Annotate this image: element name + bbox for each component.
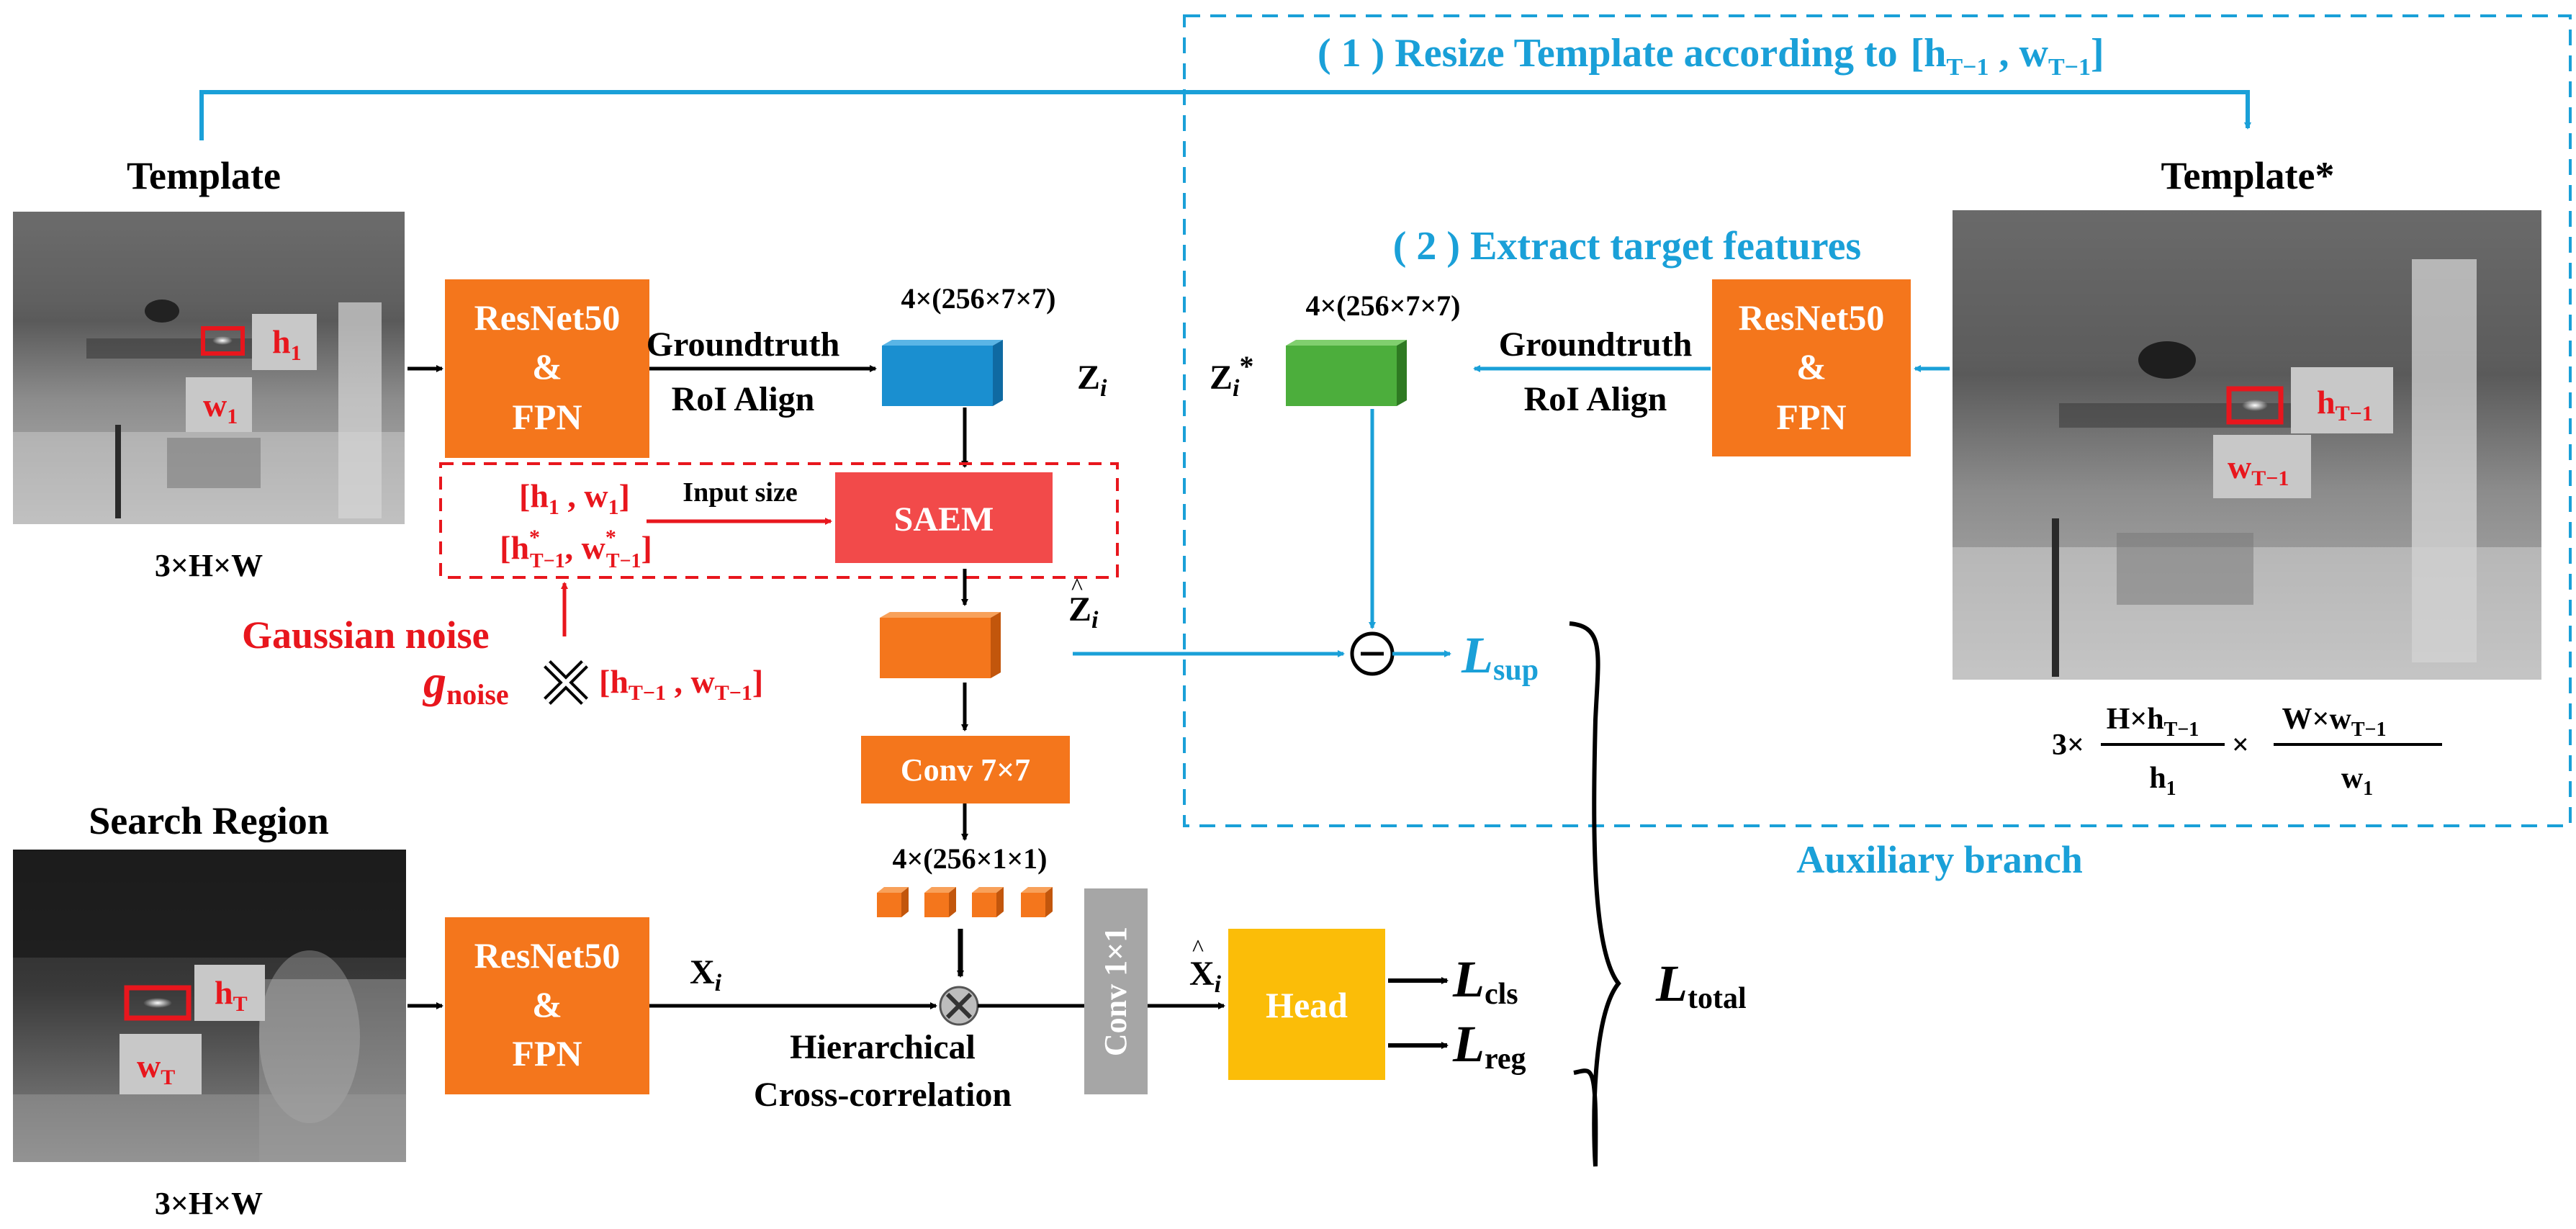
loss-cls: Lcls [1452, 950, 1518, 1011]
search-w-label-box [120, 1034, 202, 1094]
step2-heading: ( 2 ) Extract target features [1393, 224, 1861, 269]
x-label: Xi [690, 953, 722, 996]
input-size-label: Input size [683, 477, 797, 508]
search-size: 3×H×W [155, 1186, 263, 1221]
auxiliary-branch-label: Auxiliary branch [1796, 838, 2083, 881]
g-noise-label: gnoise [422, 656, 509, 711]
svg-text:&: & [532, 346, 562, 387]
template-star-size: 3× H×hT−1 h1 × W×wT−1 w1 [2052, 703, 2442, 800]
template-h-label-box [252, 314, 317, 370]
z-dims: 4×(256×7×7) [901, 282, 1055, 315]
svg-text:w1: w1 [2341, 762, 2373, 800]
step1-heading: ( 1 ) Resize Template according to[hT−1 … [1318, 31, 2104, 81]
svg-text:×: × [2232, 729, 2249, 762]
svg-text:Conv 1×1: Conv 1×1 [1098, 927, 1133, 1056]
template-star-w-label: wT−1 [2228, 449, 2289, 490]
gaussian-noise-title: Gaussian noise [242, 613, 490, 657]
xhat-label: Xi [1189, 955, 1222, 998]
svg-text:&: & [532, 984, 562, 1025]
xcorr-icon [939, 986, 979, 1026]
head-block: Head [1228, 929, 1385, 1080]
z-feature-stack [882, 340, 1003, 406]
template-star-h-label: hT−1 [2317, 384, 2373, 426]
search-image: hT wT [13, 850, 406, 1162]
saem-input-h1w1: [h1 , w1] [519, 477, 630, 519]
multiply-icon [544, 660, 588, 705]
saem-input-hT1wT1: [h*T−1, w*T−1] [500, 526, 652, 572]
roi-align-right-2: RoI Align [1524, 380, 1667, 418]
template-star-w-label-box [2213, 435, 2311, 498]
conv1-block: Conv 1×1 [1084, 888, 1148, 1094]
svg-text:&: & [1796, 346, 1827, 387]
svg-text:FPN: FPN [512, 1033, 582, 1073]
xcorr-label-1: Hierarchical [790, 1028, 976, 1066]
zhat-feature-stack [880, 612, 1001, 678]
template-target-box [201, 326, 245, 356]
loss-sup: Lsup [1461, 626, 1539, 687]
conv7-block: Conv 7×7 [861, 736, 1070, 803]
zhat-hat: ^ [1071, 574, 1083, 600]
svg-text:Conv 7×7: Conv 7×7 [901, 752, 1030, 788]
auxiliary-branch-box [1183, 14, 2572, 827]
template-star-image: hT−1 wT−1 [1953, 210, 2541, 680]
template-w-label: w1 [203, 387, 238, 428]
minus-icon [1350, 631, 1395, 676]
template-star-h-label-box [2291, 367, 2393, 433]
roi-align-right-1: Groundtruth [1499, 325, 1693, 364]
search-w-label: wT [137, 1048, 175, 1089]
noise-bracket: [hT−1 , wT−1] [599, 663, 763, 705]
template-w-label-box [186, 377, 252, 432]
backbone-search: ResNet50 & FPN [445, 917, 649, 1094]
resize-connector-arrow [199, 90, 2251, 140]
svg-text:W×wT−1: W×wT−1 [2282, 703, 2387, 741]
total-brace [1569, 621, 1621, 1167]
loss-reg: Lreg [1452, 1015, 1526, 1076]
template-title: Template [127, 154, 281, 197]
zhat-label: Zi [1068, 590, 1099, 634]
saem-input-box [439, 462, 1119, 579]
template-star-title: Template* [2161, 154, 2335, 197]
search-target-box [124, 985, 192, 1021]
small-feature-stack [877, 887, 1053, 917]
svg-text:ResNet50: ResNet50 [474, 935, 621, 976]
svg-text:h1: h1 [2149, 762, 2176, 800]
backbone-template-star: ResNet50 & FPN [1712, 279, 1911, 456]
svg-text:ResNet50: ResNet50 [1739, 297, 1885, 338]
z-label: Zi [1077, 359, 1107, 402]
small-dims: 4×(256×1×1) [892, 842, 1047, 875]
xcorr-label-2: Cross-correlation [754, 1076, 1012, 1114]
svg-text:Head: Head [1266, 985, 1348, 1025]
loss-total: Ltotal [1655, 955, 1747, 1015]
svg-text:ResNet50: ResNet50 [474, 297, 621, 338]
search-h-label: hT [215, 974, 248, 1016]
xhat-hat: ^ [1192, 935, 1204, 962]
svg-text:FPN: FPN [512, 397, 582, 437]
svg-text:H×hT−1: H×hT−1 [2107, 703, 2199, 741]
svg-text:SAEM: SAEM [894, 500, 994, 539]
template-size: 3×H×W [155, 548, 263, 583]
roi-align-label-2: RoI Align [672, 380, 815, 418]
search-h-label-box [194, 965, 265, 1021]
template-star-target-box [2226, 386, 2284, 425]
saem-block: SAEM [835, 472, 1053, 563]
search-title: Search Region [89, 799, 329, 842]
template-image: h1 w1 [13, 212, 405, 524]
svg-text:FPN: FPN [1776, 397, 1846, 437]
template-h-label: h1 [272, 323, 302, 365]
zstar-label: Zi* [1210, 350, 1253, 402]
zstar-feature-stack [1286, 340, 1407, 406]
svg-text:3×: 3× [2052, 729, 2084, 762]
backbone-template: ResNet50 & FPN [445, 279, 649, 458]
zstar-dims: 4×(256×7×7) [1305, 289, 1460, 322]
roi-align-label-1: Groundtruth [647, 325, 840, 364]
